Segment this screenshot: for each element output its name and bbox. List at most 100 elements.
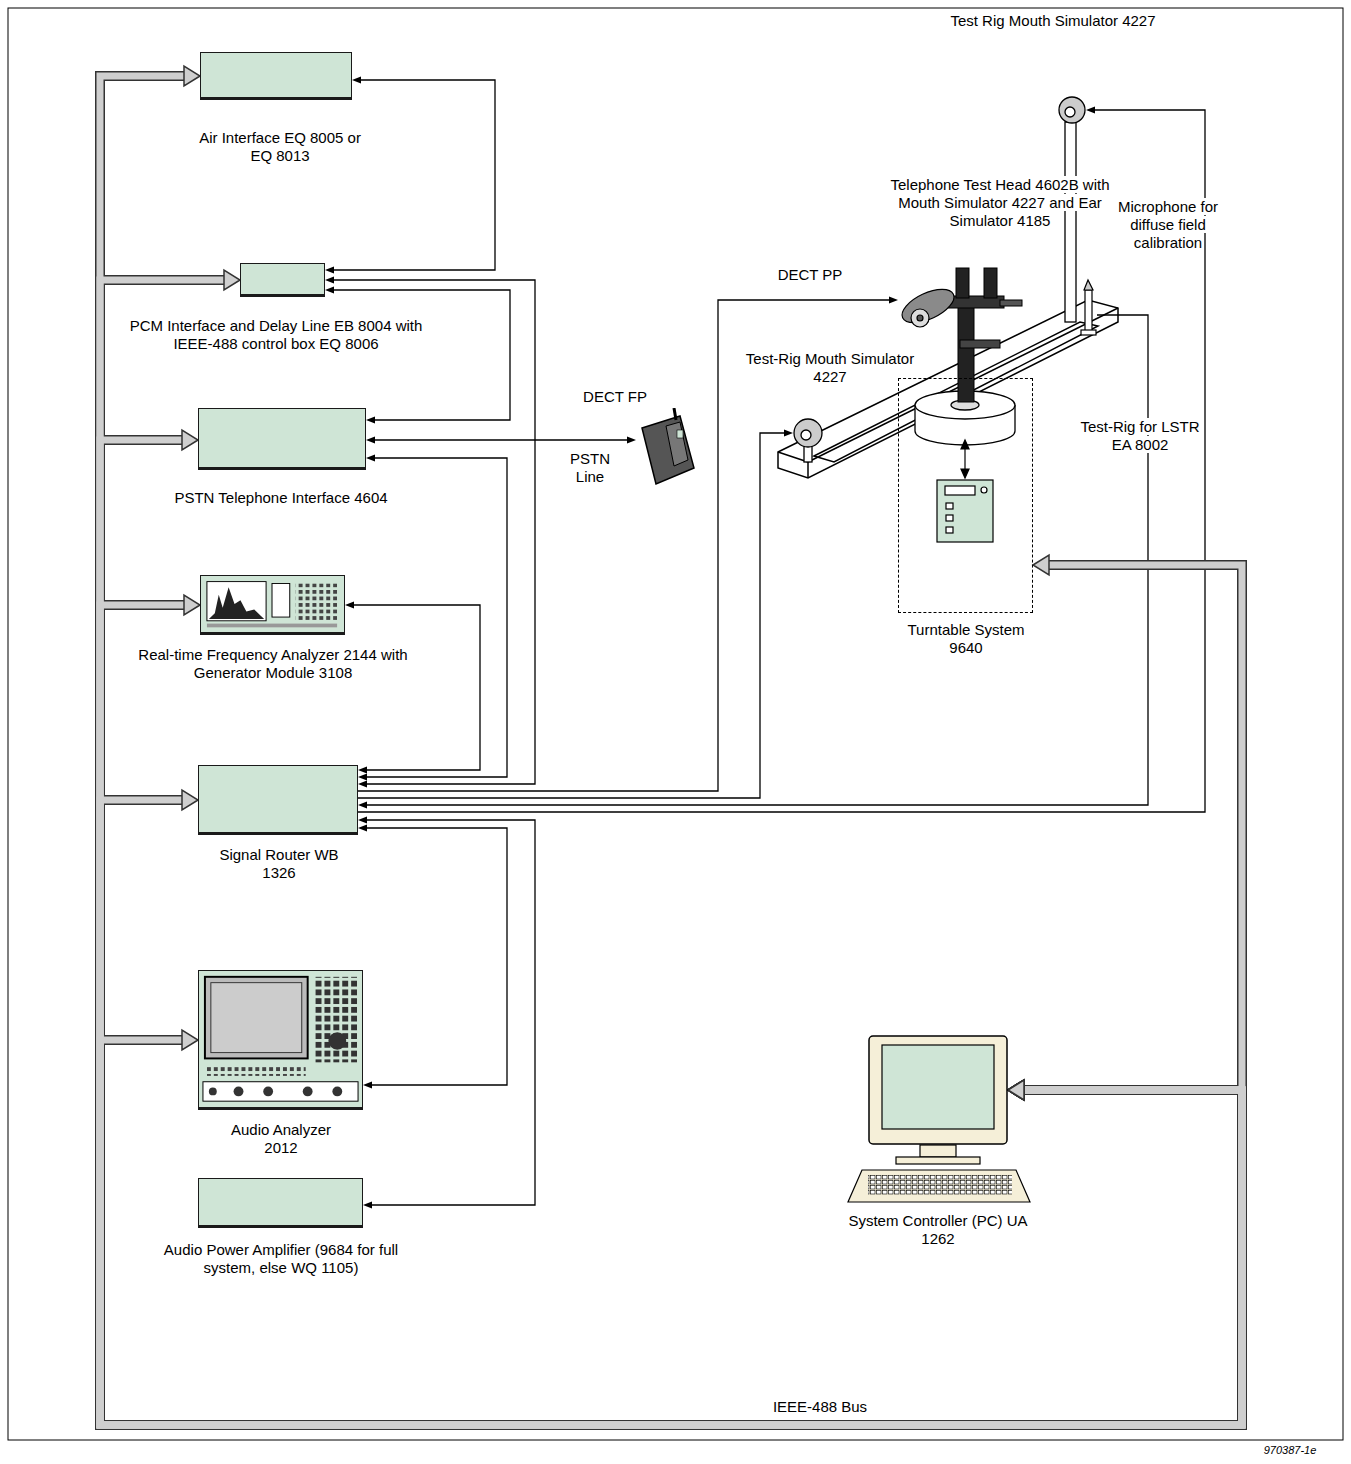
bus-fill: [100, 76, 1242, 1425]
test-head: [946, 268, 1022, 402]
calibration-microphone: [1081, 280, 1096, 335]
arrow-head: [325, 287, 334, 294]
signal-line: [367, 820, 535, 1205]
turntable-region: Turntable System 9640: [898, 378, 1033, 613]
instrument-box: Real-time Frequency Analyzer 2144 with G…: [200, 575, 345, 635]
text-wrap: Test Rig Mouth Simulator 4227: [948, 12, 1158, 30]
bus-arrow-head: [1008, 1080, 1024, 1100]
arrow-head: [784, 430, 793, 437]
arrow-head: [358, 825, 367, 832]
mouth-simulator: Test Rig Mouth Simulator 4227: [1058, 95, 1086, 125]
node-label: Test Rig Mouth Simulator 4227: [950, 12, 1155, 29]
arrow-head: [366, 437, 375, 444]
bus-arrow-head: [184, 595, 200, 615]
text-wrap: Test-Rig for LSTR EA 8002: [1070, 418, 1210, 454]
arrow-head: [358, 817, 367, 824]
bus-line: [100, 280, 1242, 1425]
arrow-head: [358, 767, 367, 774]
node-label: DECT FP: [583, 388, 647, 405]
text-wrap: Signal Router WB 1326: [209, 846, 349, 882]
instrument-box: PSTN Telephone Interface 4604: [198, 408, 366, 470]
base-station: DECT FP: [636, 408, 698, 488]
bus-line: [100, 800, 1242, 1425]
instrument-box: Air Interface EQ 8005 or EQ 8013: [200, 52, 352, 100]
bus-label: IEEE-488 Bus: [773, 1398, 867, 1415]
text-wrap: Audio Analyzer 2012: [221, 1121, 341, 1157]
bus-line: [100, 280, 1242, 1425]
node-label: Telephone Test Head 4602B with Mouth Sim…: [890, 176, 1109, 229]
pc-stand-keyboard: [848, 1145, 1030, 1202]
text-wrap: Microphone for diffuse field calibration: [1109, 198, 1227, 252]
bus-line: [100, 605, 1242, 1425]
node-label: Test-Rig for LSTR EA 8002: [1080, 418, 1199, 453]
signal-line: [334, 280, 535, 784]
bus-arrow-head: [224, 270, 240, 290]
instrument-box: Audio Power Amplifier (9684 for full sys…: [198, 1178, 363, 1228]
figure-number: 970387-1e: [1264, 1444, 1317, 1456]
bus-arrow-head: [182, 1030, 198, 1050]
signal-line: [358, 300, 889, 791]
text-wrap: PSTN Telephone Interface 4604: [161, 489, 401, 507]
system-controller: System Controller (PC) UA 1262: [868, 1035, 1008, 1145]
dect-pp-handset: [897, 282, 959, 329]
bus-outline: [100, 76, 1242, 1425]
bus-line: [100, 605, 1242, 1425]
bus-arrow-head: [1008, 1080, 1024, 1100]
bus-arrow-head: [182, 790, 198, 810]
test-rig: Test-Rig for LSTR EA 8002Test-Rig Mouth …: [778, 296, 1118, 480]
arrow-head: [325, 267, 334, 274]
text-wrap: DECT FP: [570, 388, 660, 406]
arrow-head: [366, 455, 375, 462]
mouth-simulator: Test-Rig Mouth Simulator 4227: [793, 418, 823, 448]
bus-line: [100, 1040, 1242, 1425]
arrow-head: [358, 781, 367, 788]
bus-arrow-head: [1033, 555, 1049, 575]
bus-line: [100, 800, 1242, 1425]
pc-monitor: [868, 1035, 1008, 1145]
bus-arrow-head: [182, 430, 198, 450]
text-wrap: 970387-1e: [1240, 1444, 1340, 1457]
arrow-head: [366, 417, 375, 424]
arrow-head: [627, 437, 636, 444]
handset: DECT PP: [898, 286, 952, 334]
node-label: PSTN Telephone Interface 4604: [174, 489, 387, 506]
node-label: Audio Power Amplifier (9684 for full sys…: [164, 1241, 398, 1276]
bus-line: [100, 440, 1242, 1425]
bus-arrow-head: [1008, 1080, 1024, 1100]
signal-line: [358, 110, 1205, 812]
analyzer-panel: [199, 971, 362, 1107]
node-label: Air Interface EQ 8005 or EQ 8013: [199, 129, 361, 164]
node-label: Microphone for diffuse field calibration: [1118, 198, 1218, 251]
signal-line: [334, 80, 495, 270]
instrument-box: Audio Analyzer 2012: [198, 970, 363, 1110]
arrow-head: [358, 774, 367, 781]
text-wrap: Turntable System 9640: [901, 621, 1031, 657]
arrow-head: [363, 1082, 372, 1089]
node-label: Audio Analyzer 2012: [231, 1121, 331, 1156]
bus-line: [100, 76, 1242, 1425]
base-station-icon: [636, 408, 698, 488]
text-wrap: Telephone Test Head 4602B with Mouth Sim…: [880, 176, 1120, 230]
bus-arrow-head: [1008, 1080, 1024, 1100]
arrow-head: [1086, 107, 1095, 114]
instrument-box: PCM Interface and Delay Line EB 8004 wit…: [240, 263, 325, 297]
test-rig-frame: [778, 300, 1118, 478]
node-label: Test-Rig Mouth Simulator 4227: [746, 350, 914, 385]
analyzer-panel: [201, 576, 344, 632]
signal-line: [354, 605, 480, 770]
text-wrap: PCM Interface and Delay Line EB 8004 wit…: [126, 317, 426, 353]
node-label: Signal Router WB 1326: [219, 846, 338, 881]
mouth-simulator-left: [794, 419, 822, 462]
signal-line: [367, 828, 507, 1085]
text-wrap: Real-time Frequency Analyzer 2144 with G…: [123, 646, 423, 682]
bus-arrow-head: [184, 66, 200, 86]
signal-lines: [325, 77, 1205, 1209]
bus-arrow-head: [1008, 1080, 1024, 1100]
signal-line: [358, 433, 784, 798]
text-wrap: Air Interface EQ 8005 or EQ 8013: [193, 129, 368, 165]
arrow-head: [358, 802, 367, 809]
arrow-head: [352, 77, 361, 84]
microphone: Microphone for diffuse field calibration: [1081, 280, 1097, 350]
